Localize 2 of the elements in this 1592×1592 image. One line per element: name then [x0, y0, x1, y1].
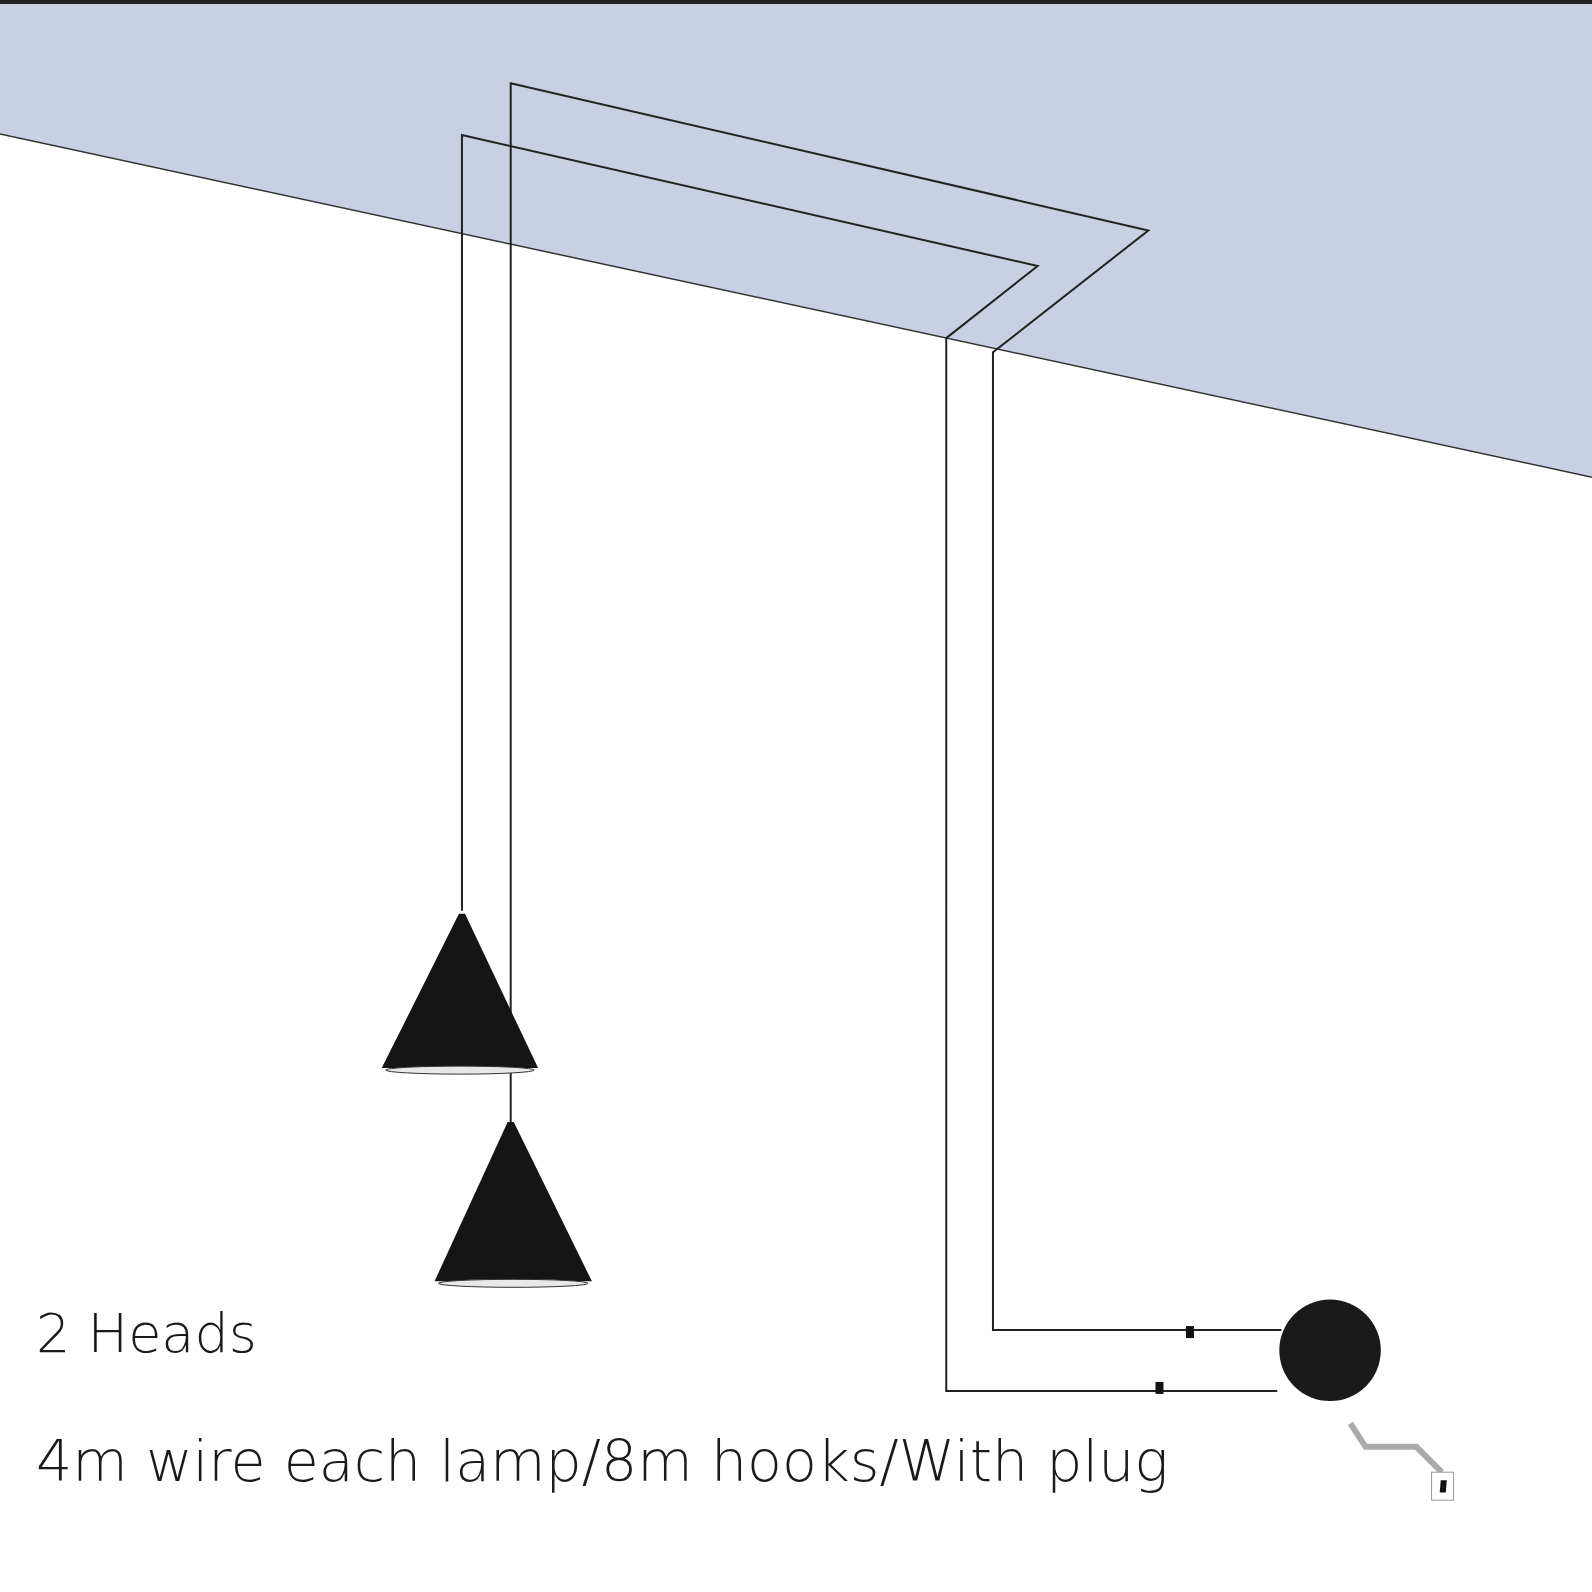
heading-text: 2 Heads: [36, 1302, 257, 1365]
specification-text: 4m wire each lamp/8m hooks/With plug: [36, 1428, 1169, 1494]
